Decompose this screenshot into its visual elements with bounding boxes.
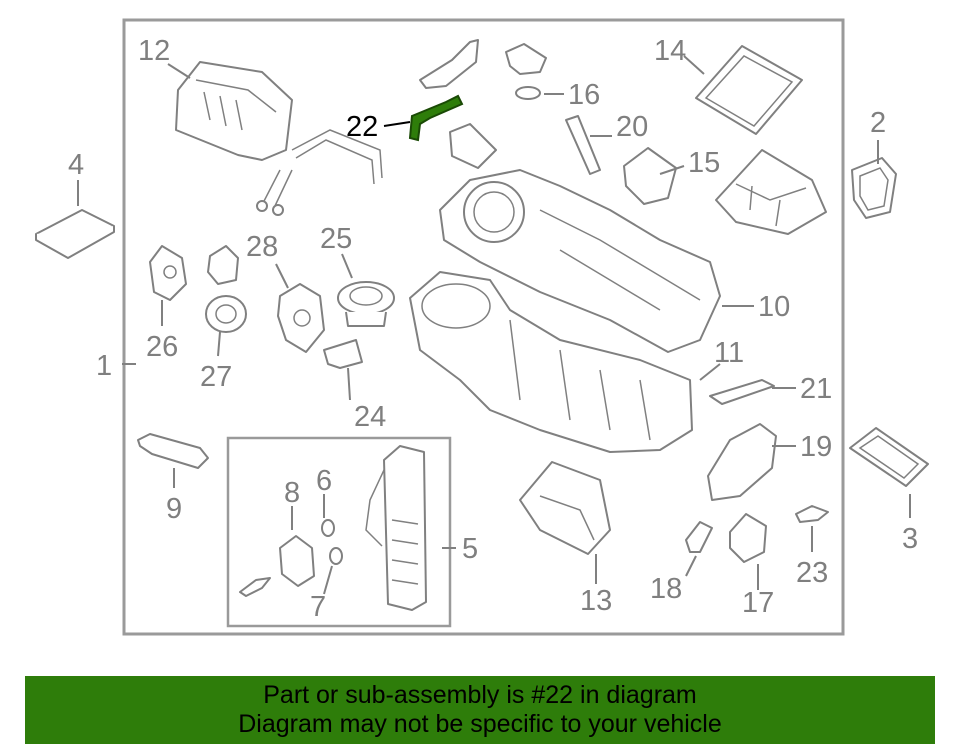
banner-line-2: Diagram may not be specific to your vehi… [238, 710, 722, 738]
callout-20: 20 [616, 111, 648, 143]
callout-17: 17 [742, 587, 774, 619]
banner-line-1: Part or sub-assembly is #22 in diagram [263, 681, 697, 709]
part-10[interactable] [439, 169, 721, 353]
small-motor [207, 245, 239, 285]
part-23[interactable] [795, 505, 829, 523]
callout-10: 10 [758, 291, 790, 323]
callout-23: 23 [796, 557, 828, 589]
part-21[interactable] [709, 379, 775, 405]
part-9[interactable] [137, 433, 209, 469]
parts-diagram: 1 2 3 4 5 6 7 8 9 10 11 12 13 14 15 16 1… [35, 18, 929, 636]
part-5[interactable] [365, 445, 427, 611]
callout-19: 19 [800, 431, 832, 463]
part-4[interactable] [35, 209, 115, 259]
callout-13: 13 [580, 585, 612, 617]
part-12[interactable] [175, 61, 293, 161]
callout-9: 9 [166, 493, 182, 525]
callout-5: 5 [462, 533, 478, 565]
part-15[interactable] [623, 147, 677, 205]
part-26[interactable] [149, 245, 187, 301]
top-connector [505, 43, 547, 75]
callout-24: 24 [354, 401, 386, 433]
callout-8: 8 [284, 477, 300, 509]
part-7[interactable] [329, 547, 343, 565]
part-8[interactable] [279, 535, 315, 587]
callout-15: 15 [688, 147, 720, 179]
upper-right-housing [715, 149, 827, 235]
callout-3: 3 [902, 523, 918, 555]
callout-26: 26 [146, 331, 178, 363]
part-16[interactable] [515, 86, 541, 100]
leader-lines [77, 55, 911, 595]
callout-25: 25 [320, 223, 352, 255]
callout-6: 6 [316, 465, 332, 497]
callout-28: 28 [246, 231, 278, 263]
callout-22: 22 [346, 111, 378, 143]
callout-11: 11 [714, 337, 744, 369]
part-28[interactable] [277, 283, 325, 353]
info-banner: Part or sub-assembly is #22 in diagram D… [25, 676, 935, 744]
callout-12: 12 [138, 35, 170, 67]
main-assembly-frame [122, 18, 845, 636]
callout-21: 21 [800, 373, 832, 405]
callout-18: 18 [650, 573, 682, 605]
sub-assembly-frame [226, 436, 452, 628]
callout-numbers: 1 2 3 4 5 6 7 8 9 10 11 12 13 14 15 16 1… [68, 35, 918, 623]
callout-16: 16 [568, 79, 600, 111]
part-17[interactable] [729, 513, 767, 563]
part-2[interactable] [851, 157, 897, 219]
part-19[interactable] [707, 423, 777, 501]
callout-1: 1 [96, 350, 112, 382]
part-6[interactable] [321, 519, 335, 537]
part-14[interactable] [695, 45, 803, 135]
sub-pipe-bracket [239, 577, 271, 597]
callout-7: 7 [310, 591, 326, 623]
heater-pipes [256, 129, 383, 216]
part-27[interactable] [205, 295, 247, 333]
callout-4: 4 [68, 149, 84, 181]
callout-27: 27 [200, 361, 232, 393]
callout-14: 14 [654, 35, 686, 67]
callout-2: 2 [870, 107, 886, 139]
part-25[interactable] [337, 281, 395, 327]
part-3[interactable] [849, 427, 929, 487]
part-22[interactable] [408, 94, 464, 142]
part-24[interactable] [323, 339, 363, 369]
part-11[interactable] [409, 271, 693, 453]
part-20[interactable] [565, 115, 601, 175]
part-13[interactable] [519, 461, 611, 555]
top-bracket [419, 39, 497, 169]
part-18[interactable] [685, 521, 713, 553]
